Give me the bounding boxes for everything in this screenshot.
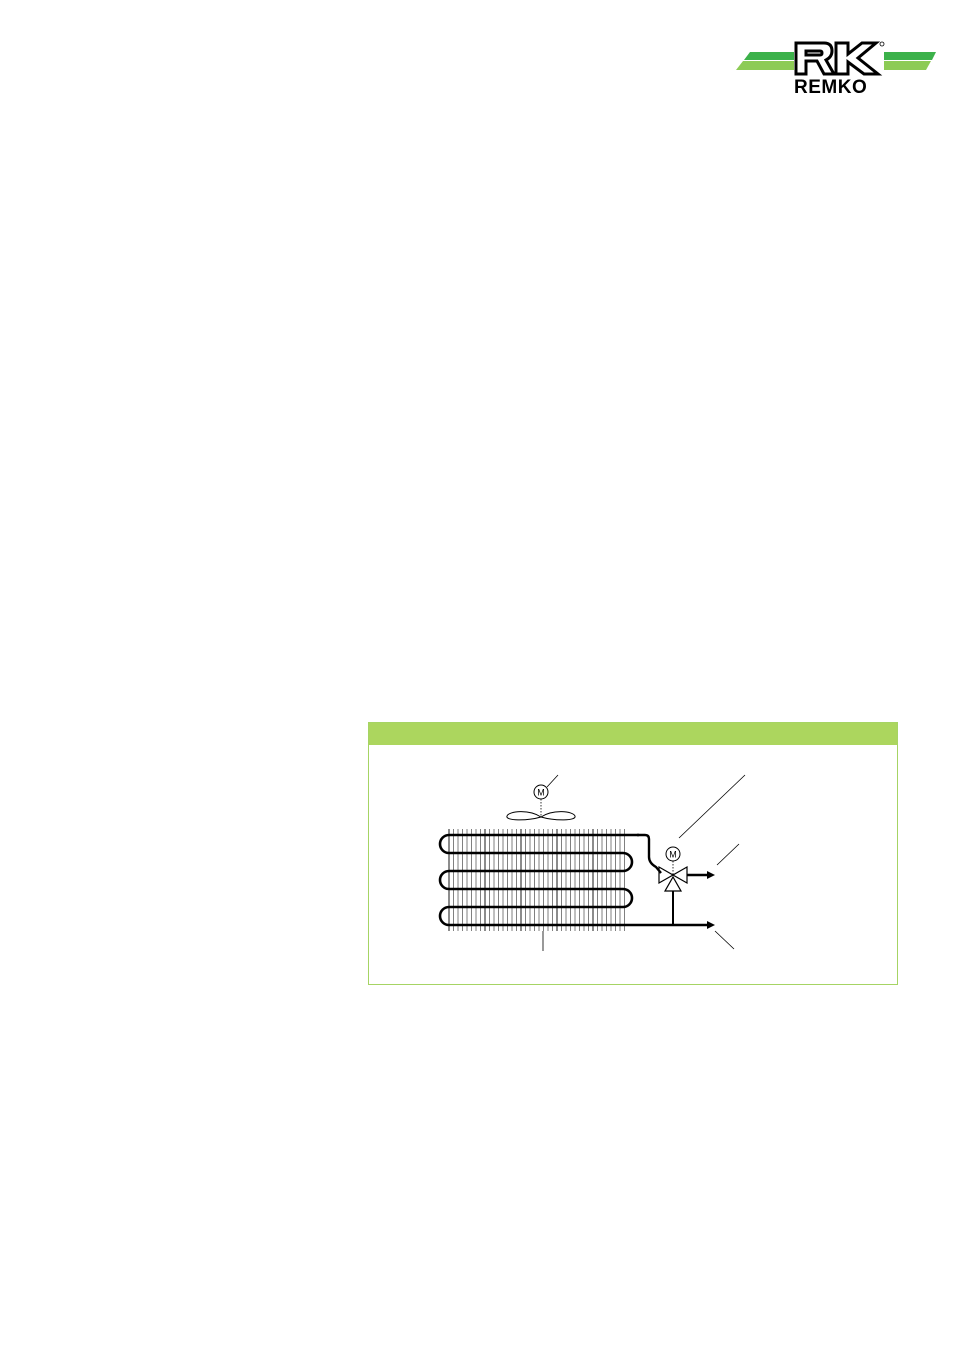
- logo-k-mark: [834, 41, 883, 76]
- fan-motor-icon: M: [506, 774, 576, 821]
- return-pipe-icon: [475, 891, 735, 950]
- logo-r-mark: [794, 41, 837, 76]
- logo-stripe-right-top: [884, 52, 936, 60]
- heat-exchanger-coil-icon: [438, 829, 639, 951]
- three-way-valve-icon: [658, 861, 688, 892]
- logo-stripe-left-bottom: [736, 61, 794, 70]
- logo-stripe-right-bottom: [884, 61, 931, 70]
- supply-pipe: [637, 833, 662, 874]
- figure-header: [369, 723, 897, 745]
- remko-logo: REMKO: [736, 40, 938, 100]
- registered-icon: [879, 41, 885, 47]
- heat-exchanger-diagram: M M: [438, 774, 746, 951]
- logo-mark: [736, 41, 936, 76]
- valve-leader-line: [678, 774, 746, 839]
- valve-motor-icon: M: [665, 846, 681, 862]
- fan-motor-label: M: [537, 788, 545, 798]
- valve-motor-label: M: [669, 850, 677, 860]
- outlet-arrow-icon: [687, 843, 740, 879]
- logo-wordmark: REMKO: [794, 77, 868, 98]
- logo-stripe-left-top: [744, 52, 794, 60]
- figure-box: M M: [368, 722, 898, 985]
